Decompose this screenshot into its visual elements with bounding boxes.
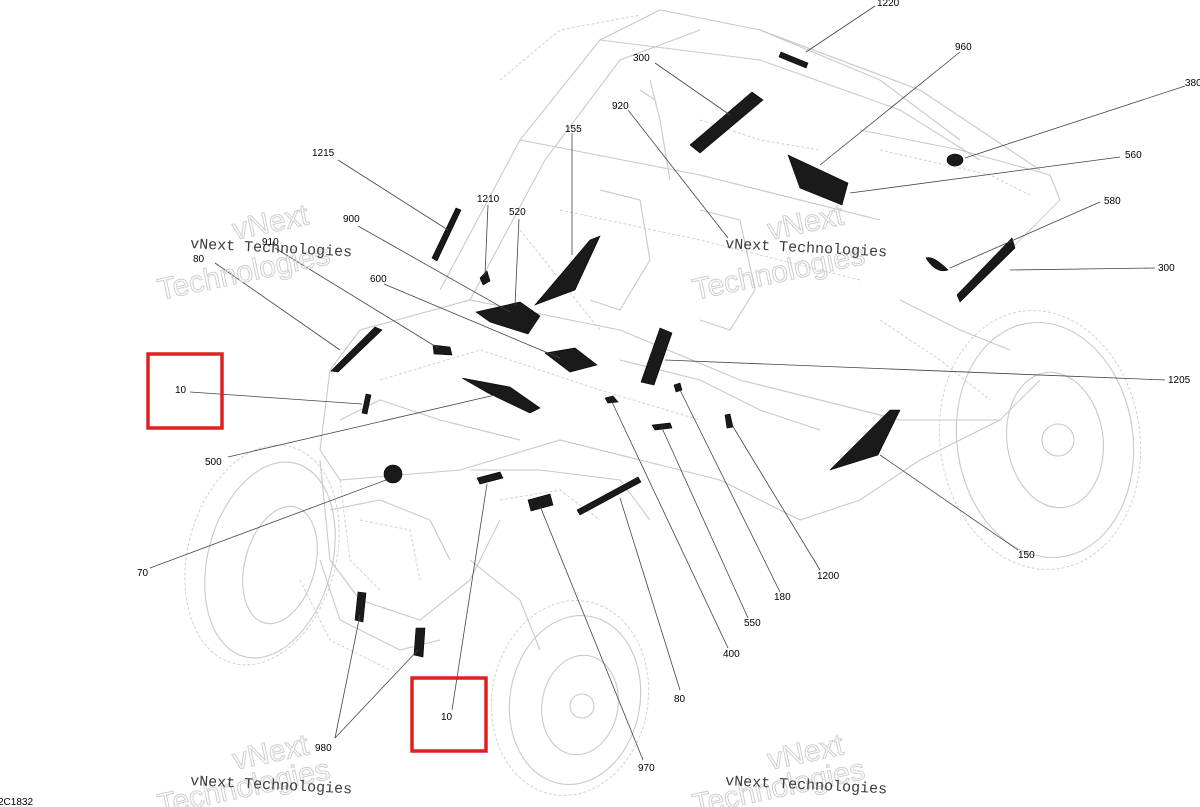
callout-910[interactable]: 910: [262, 237, 279, 248]
decal-70: [383, 464, 403, 484]
callout-550[interactable]: 550: [744, 618, 761, 629]
callout-600[interactable]: 600: [370, 274, 387, 285]
decal-1210: [479, 270, 491, 286]
callout-400[interactable]: 400: [723, 649, 740, 660]
watermarks: vNext Technologies vNext Technologies vN…: [154, 198, 887, 807]
decal-80-left: [330, 326, 383, 373]
highlight-box-10-center: [410, 676, 488, 753]
vehicle-outline: [184, 9, 1142, 796]
callout-900[interactable]: 900: [343, 214, 360, 225]
callout-1215[interactable]: 1215: [312, 148, 335, 159]
callout-380[interactable]: 380: [1185, 78, 1200, 89]
callout-1200[interactable]: 1200: [817, 571, 840, 582]
callout-960[interactable]: 960: [955, 42, 972, 53]
callout-1210[interactable]: 1210: [477, 194, 500, 205]
callout-520[interactable]: 520: [509, 207, 526, 218]
highlight-boxes: [146, 352, 488, 753]
decal-10-center: [476, 471, 504, 485]
callout-300-right[interactable]: 300: [1158, 263, 1175, 274]
callout-580[interactable]: 580: [1104, 196, 1121, 207]
decal-980-a: [354, 591, 367, 623]
decal-400: [604, 395, 619, 404]
decal-80-right: [576, 476, 642, 516]
leader-lines: [149, 5, 1186, 761]
callout-labels[interactable]: 1220 300 960 380 920 155 560 1215 580 12…: [137, 0, 1200, 774]
callout-80-right[interactable]: 80: [674, 694, 686, 705]
callout-180[interactable]: 180: [774, 592, 791, 603]
decal-980-b: [413, 627, 426, 658]
decal-155: [534, 235, 601, 306]
decal-600: [461, 377, 541, 414]
callout-920[interactable]: 920: [612, 101, 629, 112]
decal-1220: [778, 51, 809, 69]
decal-970: [527, 493, 554, 512]
decal-1200: [724, 413, 734, 429]
decal-300-top: [689, 91, 764, 154]
decal-960: [787, 154, 849, 206]
decal-520: [475, 301, 541, 335]
decal-1215: [431, 207, 462, 262]
decal-300-right: [956, 237, 1016, 303]
decal-10-left: [361, 393, 372, 415]
decal-900: [544, 347, 598, 373]
decal-550: [651, 422, 673, 431]
decal-380: [946, 153, 964, 167]
callout-300-top[interactable]: 300: [633, 53, 650, 64]
callout-980[interactable]: 980: [315, 743, 332, 754]
callout-70[interactable]: 70: [137, 568, 149, 579]
callout-970[interactable]: 970: [638, 763, 655, 774]
callout-500[interactable]: 500: [205, 457, 222, 468]
callout-560[interactable]: 560: [1125, 150, 1142, 161]
decal-1205: [640, 327, 673, 386]
callout-155[interactable]: 155: [565, 124, 582, 135]
decal-150: [829, 409, 901, 471]
callout-10-center[interactable]: 10: [441, 712, 453, 723]
decals: [330, 51, 1016, 658]
callout-80-left[interactable]: 80: [193, 254, 205, 265]
highlight-box-10-left: [146, 352, 224, 430]
callout-10-left[interactable]: 10: [175, 385, 187, 396]
figure-code: 2C1832: [0, 797, 33, 807]
callout-1205[interactable]: 1205: [1168, 375, 1191, 386]
callout-1220[interactable]: 1220: [877, 0, 900, 9]
decal-580: [925, 257, 949, 272]
decal-180: [673, 382, 683, 393]
callout-150[interactable]: 150: [1018, 550, 1035, 561]
